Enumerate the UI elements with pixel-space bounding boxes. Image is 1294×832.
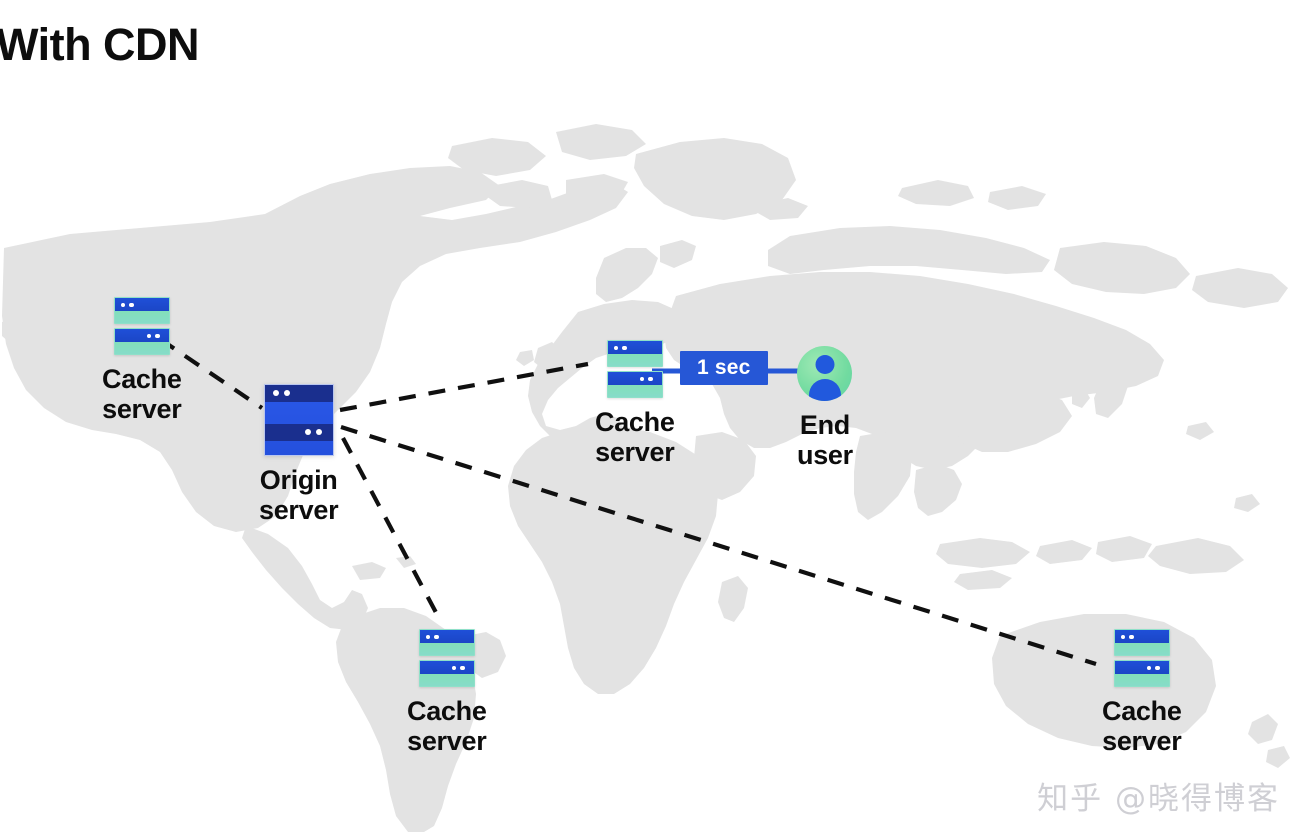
node-label: Cache server (595, 407, 675, 468)
node-cache-south-america[interactable]: Cache server (407, 629, 487, 756)
node-cache-europe[interactable]: Cache server (595, 340, 675, 467)
latency-badge: 1 sec (680, 351, 768, 385)
cache-server-icon (113, 297, 170, 355)
node-label: Cache server (407, 696, 487, 757)
page-title: With CDN (0, 19, 200, 70)
node-cache-north-america[interactable]: Cache server (102, 297, 182, 424)
cache-server-icon (1113, 629, 1170, 687)
end-user-avatar-icon (797, 346, 853, 401)
node-label: Origin server (259, 465, 339, 526)
origin-server-icon (263, 384, 334, 456)
node-label: Cache server (1102, 696, 1182, 757)
node-end-user[interactable]: End user (797, 346, 853, 470)
watermark: 知乎 @晓得博客 (1037, 781, 1280, 817)
cache-server-icon (606, 340, 663, 398)
node-label: End user (797, 410, 853, 471)
cache-server-icon (418, 629, 475, 687)
node-label: Cache server (102, 364, 182, 425)
node-cache-australia[interactable]: Cache server (1102, 629, 1182, 756)
node-origin-server[interactable]: Origin server (259, 384, 339, 526)
